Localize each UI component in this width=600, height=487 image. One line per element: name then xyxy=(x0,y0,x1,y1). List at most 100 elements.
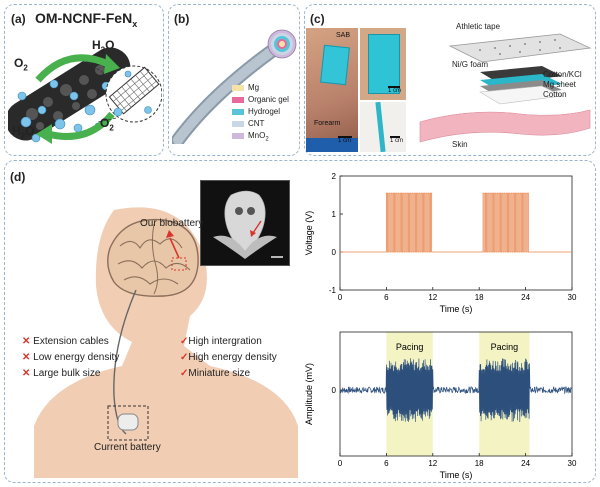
legend-item: MnO2 xyxy=(232,130,289,146)
x-tick-label: 24 xyxy=(521,459,530,468)
legend-item: Organic gel xyxy=(232,94,289,106)
y-axis-label: Voltage (V) xyxy=(304,211,314,256)
green-arrow-top xyxy=(35,54,110,83)
cross-icon: ✕ xyxy=(22,336,34,347)
o2-top-label: O2 xyxy=(14,56,28,73)
cross-icon: ✕ xyxy=(22,352,34,363)
legend-label: CNT xyxy=(248,119,265,128)
layer-label-cotton-kcl: Cotton/KCl xyxy=(543,70,582,79)
current-battery-label: Current battery xyxy=(94,442,161,453)
x-axis-label: Time (s) xyxy=(440,304,473,314)
panel-a-illustration xyxy=(8,47,162,144)
legend-item: CNT xyxy=(232,118,289,130)
panel-d xyxy=(4,160,596,483)
panel-a-title: OM-NCNF-FeNx xyxy=(35,10,138,29)
current-battery-marker xyxy=(107,405,149,441)
x-tick-label: 12 xyxy=(428,459,437,468)
fiber-battery-illustration xyxy=(172,29,297,144)
biobattery-marker xyxy=(171,257,187,271)
legend-swatch xyxy=(232,108,244,115)
voltage-series-line xyxy=(340,192,572,253)
panel-b-label: (b) xyxy=(174,12,190,26)
check-icon: ✓ xyxy=(180,352,189,363)
legend-swatch xyxy=(232,84,244,91)
x-tick-label: 18 xyxy=(475,293,484,302)
o2-right-label: O2 xyxy=(100,116,114,133)
panel-c-label: (c) xyxy=(310,12,325,26)
x-tick-label: 30 xyxy=(568,459,577,468)
layer-stack-diagram xyxy=(419,33,592,143)
sab-patch xyxy=(320,44,350,86)
scale-bar-2: 1 cm xyxy=(388,86,402,94)
y-tick-label: -1 xyxy=(329,286,337,295)
forearm-photo xyxy=(306,28,358,152)
cons-list: ✕ Extension cables ✕ Low energy density … xyxy=(22,334,119,382)
x-tick-label: 0 xyxy=(338,293,343,302)
panel-b xyxy=(168,4,300,156)
panel-a xyxy=(4,4,164,156)
x-tick-label: 24 xyxy=(521,293,530,302)
x-tick-label: 6 xyxy=(384,293,389,302)
x-tick-label: 0 xyxy=(338,459,343,468)
y-tick-label: 0 xyxy=(332,386,337,395)
y-tick-label: 0 xyxy=(332,248,337,257)
h2o-top-label: H2O xyxy=(92,38,115,55)
scale-bar-3: 1 cm xyxy=(390,136,404,144)
legend-label: Organic gel xyxy=(248,95,289,104)
x-tick-label: 30 xyxy=(568,293,577,302)
y-axis-label: Amplitude (mV) xyxy=(304,363,314,425)
pros-item: ✓Miniature size xyxy=(180,368,251,379)
h2o-bottom-label: H2O xyxy=(12,124,35,141)
pacing-label: Pacing xyxy=(396,342,424,352)
layer-label-athletic-tape: Athletic tape xyxy=(456,22,501,31)
legend-label: MnO xyxy=(248,131,266,140)
layer-label-ni-g-foam: Ni/G foam xyxy=(452,60,489,69)
plot-frame xyxy=(339,331,573,457)
nanotube xyxy=(108,66,160,115)
x-axis-label: Time (s) xyxy=(440,470,473,480)
x-tick-label: 6 xyxy=(384,459,389,468)
legend-item: Hydrogel xyxy=(232,106,289,118)
legend-swatch xyxy=(232,132,244,139)
cross-icon: ✕ xyxy=(22,368,34,379)
legend-swatch xyxy=(232,96,244,103)
layer-label-mg-sheet: Mg sheet xyxy=(543,80,576,89)
x-tick-label: 12 xyxy=(428,293,437,302)
green-arrow-bottom xyxy=(47,111,115,140)
cons-item: ✕ Large bulk size xyxy=(22,368,101,379)
sab-closeup-photo xyxy=(360,28,406,100)
sleeve xyxy=(306,138,358,152)
cons-item: ✕ Low energy density xyxy=(22,352,120,363)
cons-item: ✕ Extension cables xyxy=(22,336,109,347)
current-battery-icon xyxy=(117,413,139,431)
panel-d-label: (d) xyxy=(10,170,26,184)
forearm-label: Forearm xyxy=(314,120,341,127)
legend-label: Mg xyxy=(248,83,260,92)
amplitude-series-line xyxy=(339,358,573,423)
pros-list: ✓High intergration ✓High energy density … xyxy=(180,334,277,382)
panel-a-label: (a) xyxy=(11,12,26,26)
our-biobattery-label: Our biobattery xyxy=(140,218,204,229)
check-icon: ✓ xyxy=(180,368,189,379)
check-icon: ✓ xyxy=(180,336,189,347)
pacing-label: Pacing xyxy=(491,342,519,352)
plot-frame xyxy=(339,175,573,291)
y-tick-label: 1 xyxy=(332,210,337,219)
scale-bar-1: 1 cm xyxy=(338,136,352,144)
sab-label: SAB xyxy=(336,32,351,39)
legend-label: Hydrogel xyxy=(248,107,281,116)
layer-label-cotton: Cotton xyxy=(543,90,567,99)
x-tick-label: 18 xyxy=(475,459,484,468)
layer-label-skin: Skin xyxy=(452,140,468,149)
legend-swatch xyxy=(232,120,244,127)
fiber-strip-photo xyxy=(360,102,406,152)
ct-scan-image xyxy=(200,180,290,266)
y-tick-label: 2 xyxy=(332,172,337,181)
legend-item: Mg xyxy=(232,82,289,94)
brain xyxy=(107,218,199,297)
pros-item: ✓High intergration xyxy=(180,336,262,347)
head-silhouette-illustration xyxy=(34,207,298,478)
